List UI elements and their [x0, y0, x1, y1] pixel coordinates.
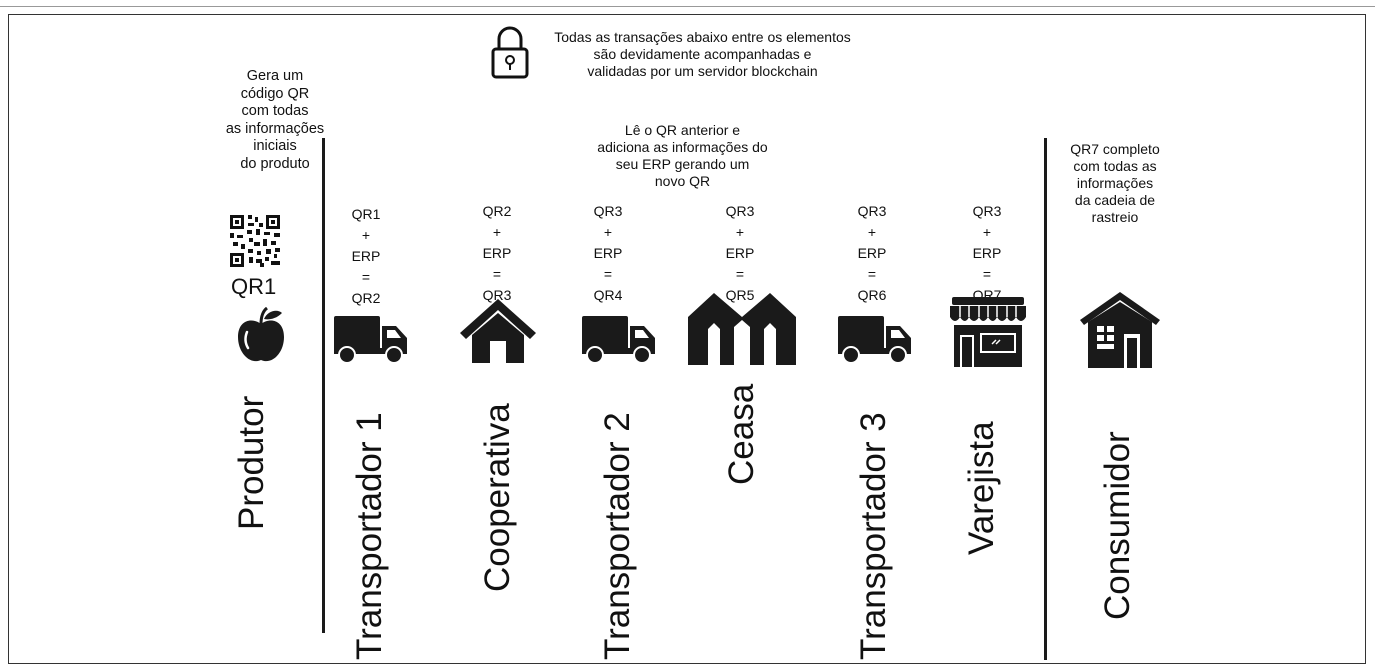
note-line: validadas por um servidor blockchain: [587, 63, 818, 79]
actor-label: Cooperativa: [478, 403, 517, 592]
formula-line: QR2: [351, 290, 381, 306]
formula-line: QR3: [593, 203, 623, 219]
truck-icon: [582, 316, 655, 364]
formula-transportador2: QR3 + ERP = QR4: [568, 201, 648, 306]
qr1-label: QR1: [231, 274, 277, 299]
note-line: do produto: [240, 155, 310, 172]
note-line: QR7 completo: [1070, 141, 1160, 157]
formula-line: =: [982, 266, 992, 282]
formula-line: QR3: [857, 203, 887, 219]
formula-line: +: [492, 224, 502, 240]
warehouse-icon: [688, 293, 796, 365]
note-line: as informações: [225, 120, 325, 137]
formula-line: =: [603, 266, 613, 282]
formula-line: QR1: [351, 206, 381, 222]
formula-transportador3: QR3 + ERP = QR6: [832, 201, 912, 306]
actor-label: Transportador 2: [598, 412, 637, 660]
note-line: novo QR: [654, 173, 711, 189]
formula-line: +: [361, 227, 371, 243]
truck-icon: [838, 316, 911, 364]
formula-ceasa: QR3 + ERP = QR5: [700, 201, 780, 306]
formula-line: QR3: [972, 203, 1002, 219]
formula-line: QR5: [725, 287, 755, 303]
formula-line: QR2: [482, 203, 512, 219]
lock-icon: [491, 26, 529, 79]
store-icon: [950, 297, 1026, 367]
formula-varejista: QR3 + ERP = QR7: [947, 201, 1027, 306]
consumer-note: QR7 completo com todas as informações da…: [1050, 141, 1180, 226]
diagram-frame: [8, 14, 1366, 664]
formula-line: +: [982, 224, 992, 240]
process-note: Lê o QR anterior e adiciona as informaçõ…: [570, 122, 795, 190]
apple-icon: [238, 307, 284, 362]
note-line: código QR: [240, 85, 310, 102]
top-edge-line: [0, 6, 1375, 7]
formula-transportador1: QR1 + ERP = QR2: [326, 204, 406, 309]
note-line: rastreio: [1091, 209, 1139, 225]
note-line: da cadeia de: [1074, 192, 1156, 208]
actor-label: Varejista: [962, 421, 1001, 555]
formula-line: +: [867, 224, 877, 240]
blockchain-note: Todas as transações abaixo entre os elem…: [530, 29, 875, 80]
formula-line: QR3: [482, 287, 512, 303]
note-line: com todas: [241, 103, 309, 119]
building-icon: [1080, 292, 1160, 368]
note-line: Gera um: [246, 68, 304, 84]
formula-line: QR3: [725, 203, 755, 219]
formula-line: +: [735, 224, 745, 240]
formula-line: QR4: [593, 287, 623, 303]
producer-note: Gera um código QR com todas as informaçõ…: [205, 68, 345, 173]
actor-label: Produtor: [232, 395, 271, 530]
producer-divider: [322, 138, 325, 633]
note-line: seu ERP gerando um: [615, 156, 750, 172]
actor-label: Transportador 1: [350, 412, 389, 660]
formula-line: =: [361, 269, 371, 285]
note-line: são devidamente acompanhadas e: [593, 46, 812, 62]
actor-label: Consumidor: [1098, 431, 1137, 620]
formula-line: =: [492, 266, 502, 282]
actor-label: Transportador 3: [854, 412, 893, 660]
formula-line: ERP: [482, 245, 512, 261]
note-line: Todas as transações abaixo entre os elem…: [554, 29, 851, 45]
formula-line: ERP: [725, 245, 755, 261]
truck-icon: [334, 316, 407, 364]
note-line: Lê o QR anterior e: [624, 122, 741, 138]
note-line: informações: [1076, 175, 1154, 191]
formula-line: =: [867, 266, 877, 282]
qr-code-icon: [230, 215, 280, 267]
formula-line: ERP: [857, 245, 887, 261]
formula-line: QR6: [857, 287, 887, 303]
formula-line: ERP: [351, 248, 381, 264]
formula-line: +: [603, 224, 613, 240]
note-line: iniciais: [253, 138, 297, 154]
note-line: com todas as: [1073, 158, 1157, 174]
consumer-divider: [1044, 138, 1047, 660]
house-icon: [460, 299, 536, 363]
actor-label: Ceasa: [722, 383, 761, 485]
formula-line: =: [735, 266, 745, 282]
note-line: adiciona as informações do: [597, 139, 768, 155]
formula-line: ERP: [972, 245, 1002, 261]
formula-cooperativa: QR2 + ERP = QR3: [457, 201, 537, 306]
formula-line: ERP: [593, 245, 623, 261]
